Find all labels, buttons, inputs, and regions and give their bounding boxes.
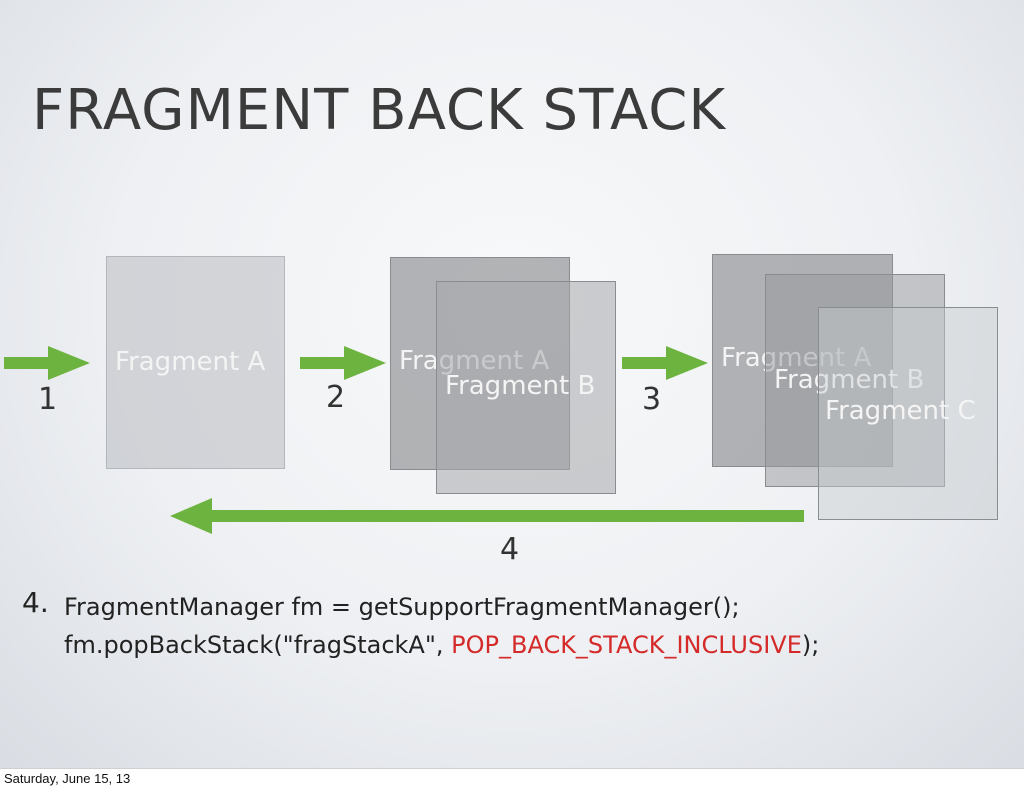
fragment-card-a-step1: Fragment A <box>106 256 285 469</box>
fragment-label: Fragment B <box>774 365 925 395</box>
fragment-card-b-step3: Fragment B <box>765 274 945 487</box>
code-line-2-prefix: fm.popBackStack("fragStackA", <box>64 631 452 659</box>
step-number-1: 1 <box>38 382 58 417</box>
code-line-1: FragmentManager fm = getSupportFragmentM… <box>64 593 740 621</box>
fragment-label: Fragment A <box>115 347 266 377</box>
slide-title: FRAGMENT BACK STACK <box>32 78 727 143</box>
code-flag: POP_BACK_STACK_INCLUSIVE <box>451 631 802 659</box>
fragment-label: Fragment C <box>825 396 976 426</box>
step-number-2: 2 <box>326 380 346 415</box>
code-line-2-suffix: ); <box>801 631 820 659</box>
back-arrow-4 <box>170 498 804 534</box>
code-block: FragmentManager fm = getSupportFragmentM… <box>64 588 819 664</box>
fragment-card-c-step3: Fragment C <box>818 307 998 520</box>
footer-date: Saturday, June 15, 13 <box>4 771 131 786</box>
step-number-4: 4 <box>500 532 520 567</box>
code-line-2: fm.popBackStack("fragStackA", POP_BACK_S… <box>64 626 819 664</box>
step-number-3: 3 <box>642 382 662 417</box>
fragment-card-b-step2: Fragment B <box>436 281 616 494</box>
fragment-label: Fragment B <box>445 371 596 401</box>
footer-bar: Saturday, June 15, 13 <box>0 768 1024 789</box>
slide: FRAGMENT BACK STACK Fragment A Fragment … <box>0 0 1024 768</box>
forward-arrow-3 <box>622 346 708 380</box>
forward-arrow-1 <box>4 346 90 380</box>
forward-arrow-2 <box>300 346 386 380</box>
arrows-layer <box>4 346 804 534</box>
code-step-label: 4. <box>22 586 49 619</box>
